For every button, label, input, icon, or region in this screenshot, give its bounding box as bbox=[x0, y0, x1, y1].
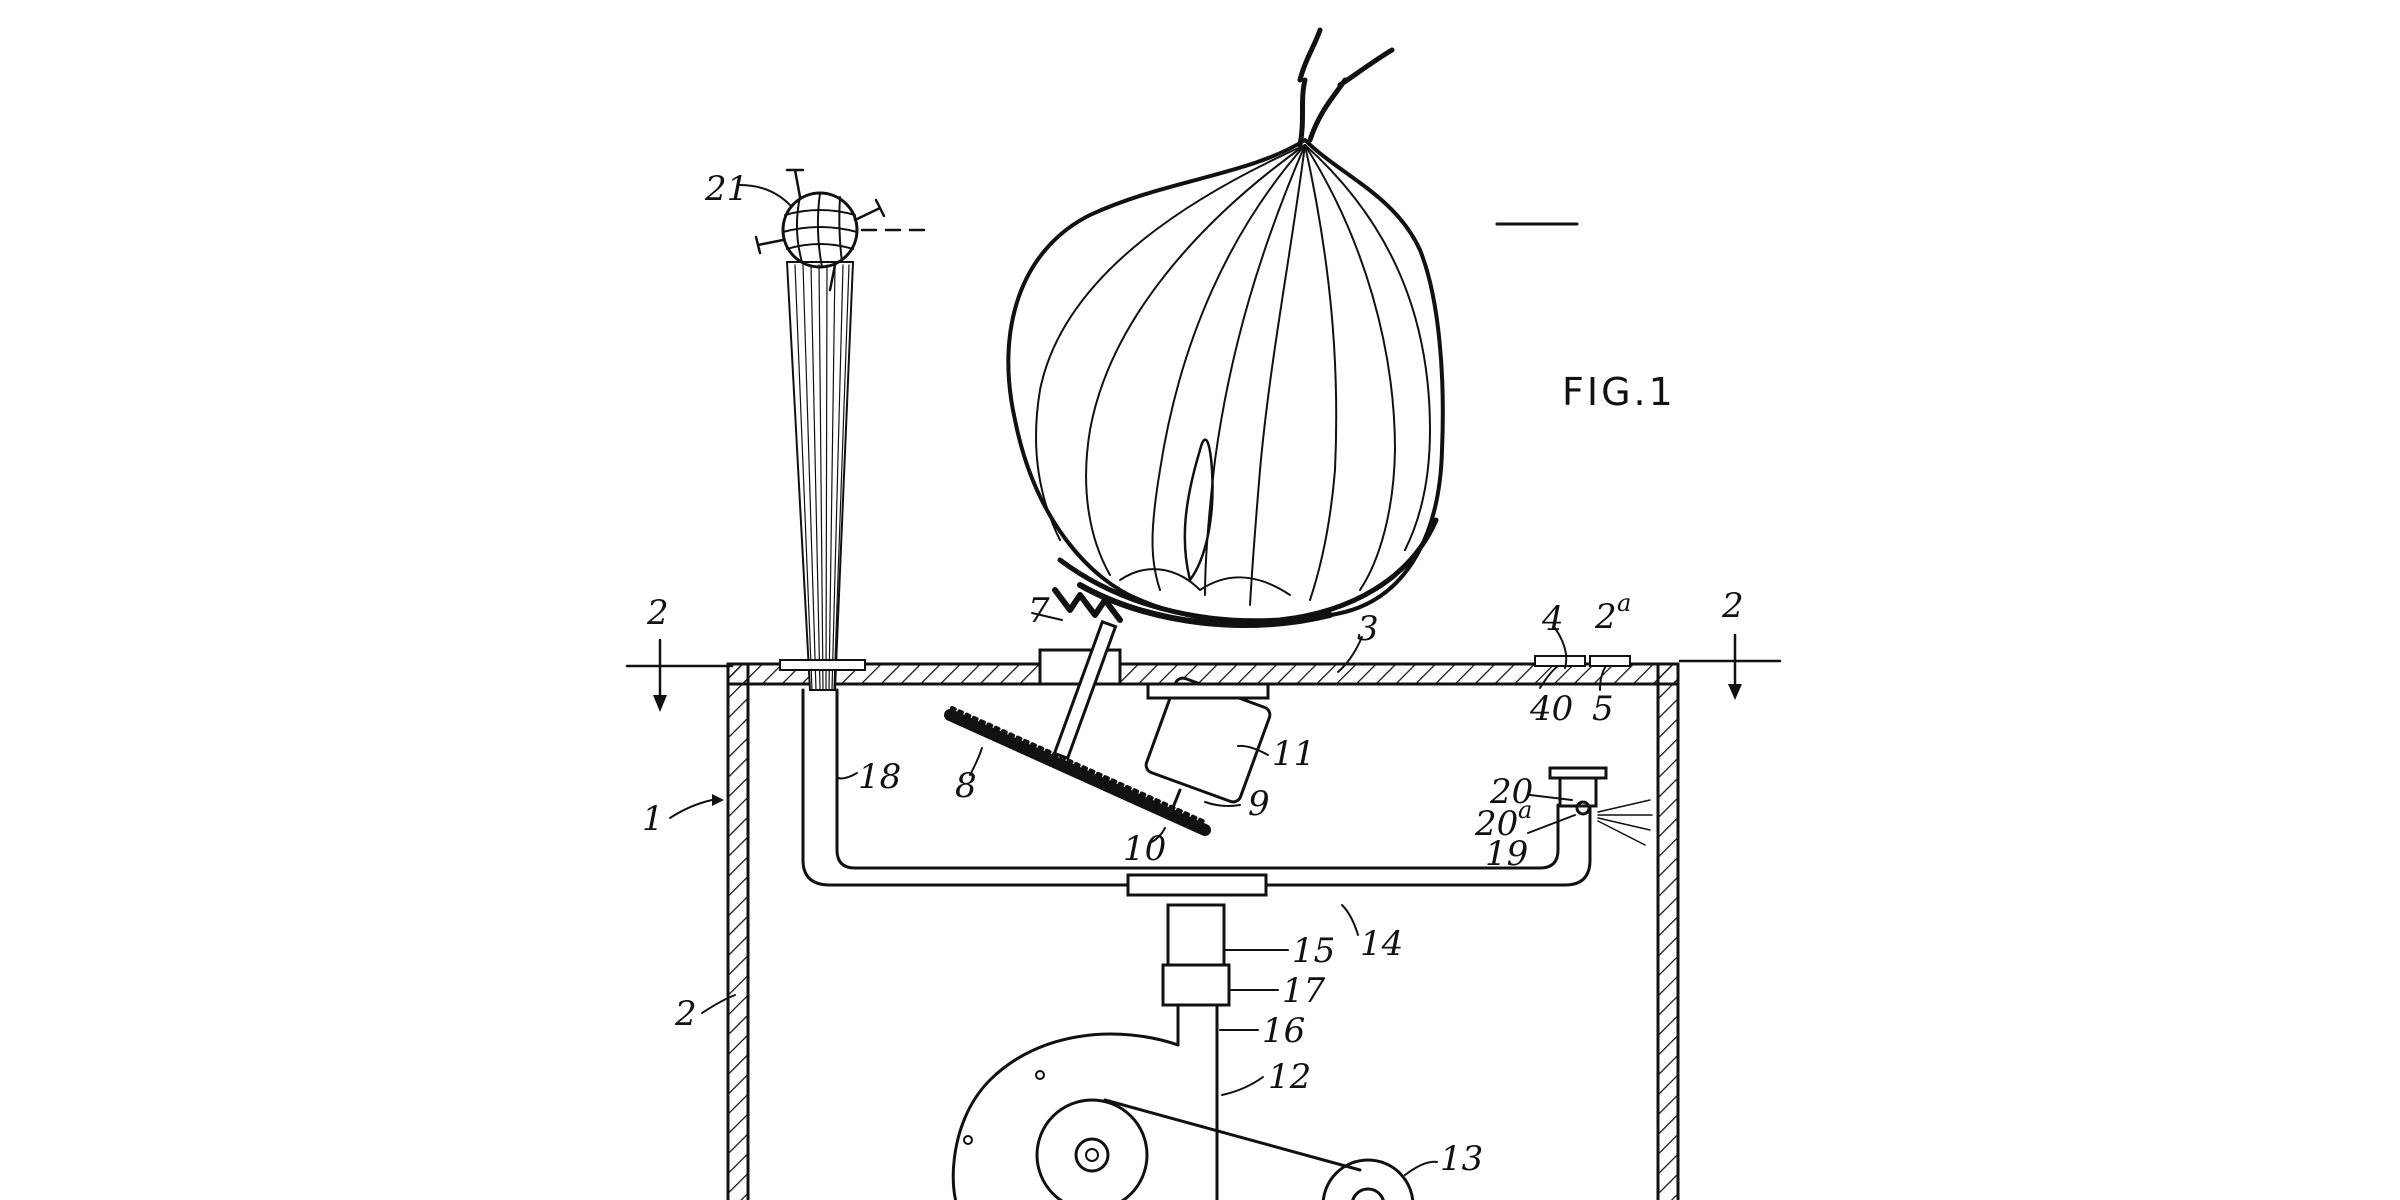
numeral-13: 13 bbox=[1440, 1139, 1483, 1179]
blower-assembly bbox=[951, 903, 1415, 1200]
motor-11 bbox=[1144, 676, 1272, 817]
top-plate-4 bbox=[1534, 655, 1586, 667]
numeral-17: 17 bbox=[1282, 971, 1326, 1011]
pipe-coupling bbox=[1126, 873, 1268, 897]
section-mark-left: 2 bbox=[646, 593, 669, 633]
numeral-20a: 20 bbox=[1474, 804, 1518, 844]
numeral-16: 16 bbox=[1262, 1011, 1305, 1051]
numeral-18: 18 bbox=[858, 757, 901, 797]
numeral-14: 14 bbox=[1360, 924, 1403, 964]
top-plate-5 bbox=[1589, 655, 1631, 667]
cabinet-left-wall bbox=[726, 662, 750, 1200]
light-beam bbox=[779, 261, 866, 691]
section-mark-right: 2 bbox=[1721, 586, 1744, 626]
numeral-11: 11 bbox=[1272, 734, 1315, 774]
numeral-19: 19 bbox=[1485, 834, 1528, 874]
leader-lines bbox=[669, 184, 1607, 1176]
cabinet-right-wall bbox=[1656, 662, 1680, 1200]
numeral-5: 5 bbox=[1592, 689, 1614, 729]
figure-title: FIG.1 bbox=[1562, 370, 1676, 414]
numeral-7: 7 bbox=[1028, 591, 1050, 631]
onion bbox=[1006, 27, 1445, 628]
numeral-12: 12 bbox=[1268, 1057, 1311, 1097]
numeral-40: 40 bbox=[1529, 689, 1573, 729]
pipe-assembly bbox=[801, 688, 1653, 897]
numeral-2: 2 bbox=[674, 994, 697, 1034]
pulley-13 bbox=[1321, 1158, 1415, 1200]
numeral-10: 10 bbox=[1123, 829, 1166, 869]
gear-plate-8 bbox=[944, 706, 1211, 836]
blower-12 bbox=[951, 1032, 1219, 1200]
numeral-9: 9 bbox=[1248, 784, 1270, 824]
spike-7 bbox=[1038, 619, 1122, 761]
numeral-2a-sup: a bbox=[1617, 589, 1631, 617]
numeral-20a-sup: a bbox=[1518, 796, 1532, 824]
numeral-1: 1 bbox=[642, 799, 664, 839]
section-line-2-2 bbox=[625, 633, 1782, 712]
numeral-4: 4 bbox=[1541, 599, 1564, 639]
numeral-15: 15 bbox=[1292, 931, 1335, 971]
numeral-2a: 2 bbox=[1594, 597, 1617, 637]
numeral-8: 8 bbox=[955, 766, 977, 806]
numeral-20: 20 bbox=[1489, 772, 1533, 812]
fitting-17 bbox=[1161, 963, 1231, 1007]
numeral-3: 3 bbox=[1357, 609, 1379, 649]
numeral-21: 21 bbox=[704, 169, 748, 209]
reference-numerals: 21 7 3 4 2 a 40 5 18 8 11 9 10 1 20 20 a… bbox=[642, 169, 1631, 1179]
globe-21 bbox=[754, 168, 932, 292]
